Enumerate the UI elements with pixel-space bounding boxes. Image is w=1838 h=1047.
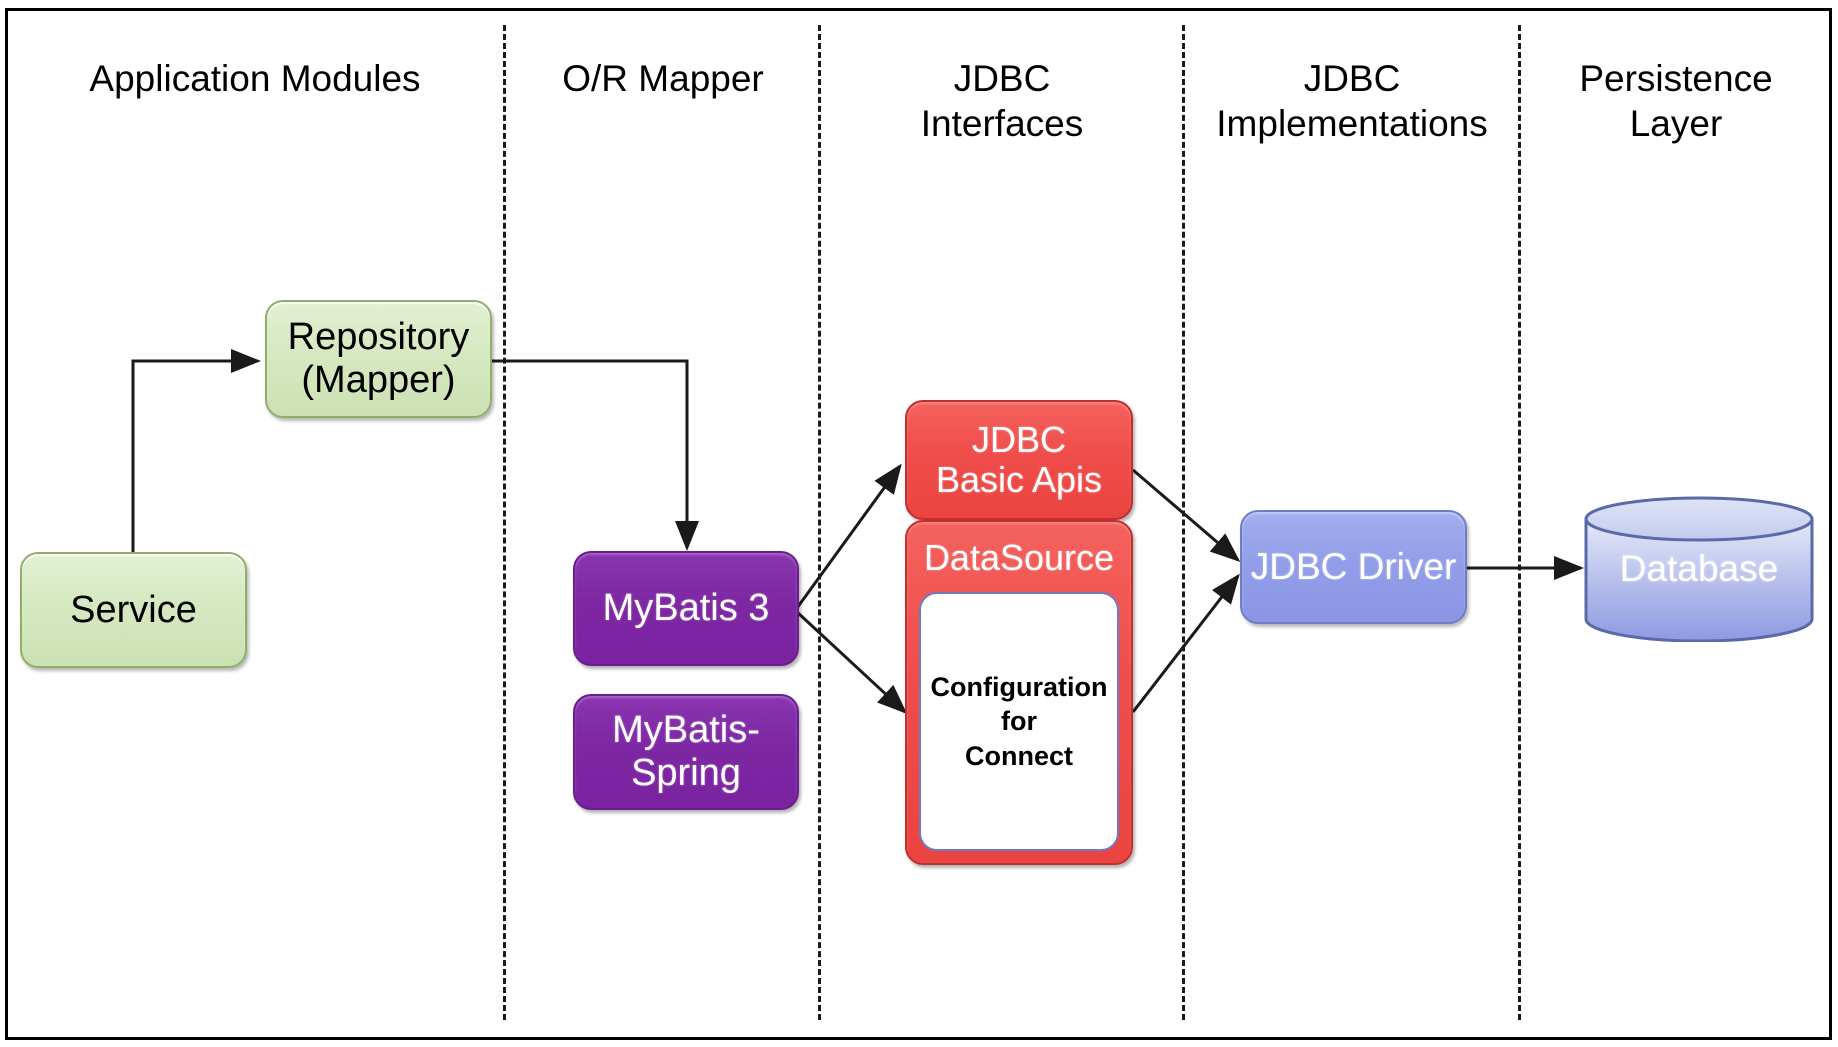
column-header-application-modules: Application Modules: [89, 58, 421, 99]
node-jdbc-driver[interactable]: JDBC Driver: [1240, 510, 1467, 624]
column-divider-1: [503, 25, 506, 1020]
node-database[interactable]: Database: [1583, 496, 1815, 643]
node-mybatis-3[interactable]: MyBatis 3: [573, 551, 799, 666]
datasource-title: DataSource: [923, 536, 1115, 578]
column-header-jdbc-interfaces: JDBC Interfaces: [920, 58, 1084, 144]
diagram-frame: [5, 8, 1832, 1040]
node-datasource[interactable]: DataSource Configuration for Connect: [905, 520, 1133, 865]
column-header-or-mapper: O/R Mapper: [562, 58, 764, 99]
column-header-persistence-layer: Persistence Layer: [1579, 58, 1773, 144]
node-mybatis-spring[interactable]: MyBatis- Spring: [573, 694, 799, 810]
datasource-configuration-box[interactable]: Configuration for Connect: [919, 592, 1119, 851]
column-header-jdbc-implementations: JDBC Implementations: [1216, 58, 1488, 144]
node-service[interactable]: Service: [20, 552, 247, 668]
node-repository-mapper[interactable]: Repository (Mapper): [265, 300, 492, 418]
database-cylinder-icon: [1584, 496, 1814, 643]
column-divider-4: [1518, 25, 1521, 1020]
column-divider-3: [1182, 25, 1185, 1020]
column-divider-2: [818, 25, 821, 1020]
node-jdbc-basic-apis[interactable]: JDBC Basic Apis: [905, 400, 1133, 520]
